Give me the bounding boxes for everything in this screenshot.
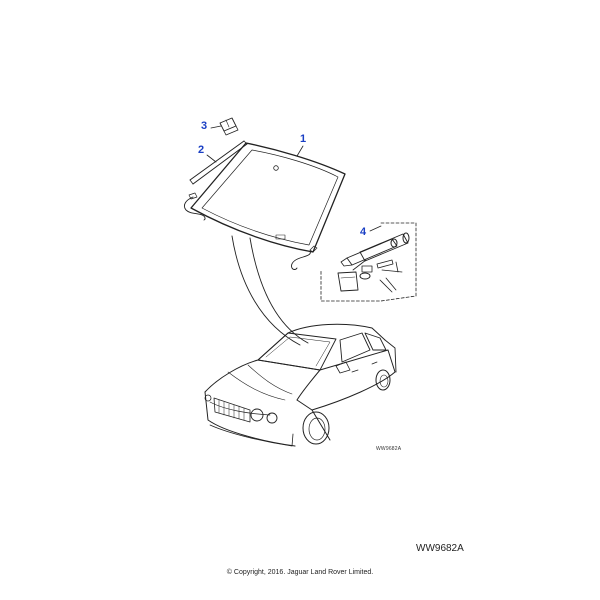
location-pointer xyxy=(231,235,309,346)
repair-kit-box xyxy=(320,222,417,302)
car-illustration xyxy=(204,323,397,447)
drawing-code-small: WW9682A xyxy=(376,446,402,452)
drawing-code: WW9682A xyxy=(416,543,464,554)
callout-leaders xyxy=(206,125,382,232)
copyright-notice: © Copyright, 2016. Jaguar Land Rover Lim… xyxy=(226,569,374,576)
callout-2: 2 xyxy=(198,144,205,156)
windscreen-glass xyxy=(190,142,346,270)
windscreen-moulding xyxy=(183,140,248,221)
callout-4: 4 xyxy=(360,226,367,238)
callout-1: 1 xyxy=(300,133,307,145)
mirror-bracket xyxy=(219,117,239,136)
callout-3: 3 xyxy=(201,120,208,132)
